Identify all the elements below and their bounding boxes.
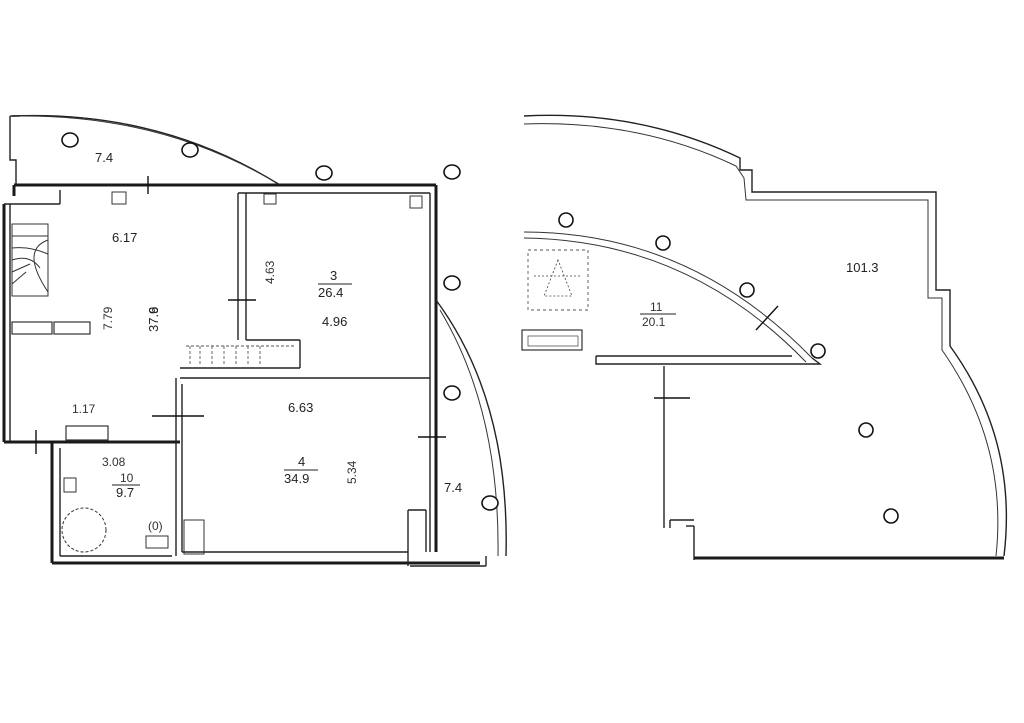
balcony-right: [407, 299, 507, 567]
lamp-icon: [481, 495, 499, 511]
dimension-ticks-left: [35, 176, 446, 454]
room9-area: 37.6: [146, 307, 161, 332]
lamp-icon: [655, 235, 671, 251]
lamp-markers-left: [61, 132, 499, 511]
room4-height: 5.34: [345, 460, 359, 484]
lamp-icon: [61, 132, 79, 148]
room4-area: 34.9: [284, 471, 309, 486]
room10-width: 3.08: [102, 455, 126, 469]
room4-number: 4: [298, 454, 305, 469]
lamp-icon: [443, 275, 461, 291]
left-plan-labels: 7.4 6.17 7.79 9 37.6 1.17 4.63 3 26.4 4.…: [72, 150, 462, 500]
upper-floor-outline: [523, 114, 1008, 560]
room10-area: 9.7: [116, 485, 134, 500]
right-plan-labels: 101.3 11 20.1: [640, 260, 879, 329]
lamp-icon: [558, 212, 574, 228]
svg-text:(0): (0): [148, 519, 163, 533]
left-floor-plan: (0): [2, 114, 507, 567]
balcony-top: [9, 114, 281, 186]
stair-steps-small: [186, 345, 296, 366]
room4-width: 6.63: [288, 400, 313, 415]
bathroom-fixtures: (0): [61, 477, 205, 555]
lamp-icon: [858, 422, 874, 438]
lamp-markers-right: [558, 212, 899, 524]
hall-area: 101.3: [846, 260, 879, 275]
mezzanine-room: [521, 231, 823, 365]
lamp-icon: [739, 282, 755, 298]
room9-number: 9: [146, 307, 161, 314]
room3-number: 3: [330, 268, 337, 283]
room3-area: 26.4: [318, 285, 343, 300]
lamp-icon: [443, 385, 461, 401]
lamp-icon: [181, 142, 199, 158]
room3-width: 4.96: [322, 314, 347, 329]
staircase: [11, 223, 49, 297]
right-floor-plan: 101.3 11 20.1: [521, 114, 1008, 560]
kitchen-counters: [11, 191, 423, 441]
room9-height: 7.79: [101, 306, 115, 330]
room9-width: 6.17: [112, 230, 137, 245]
lamp-icon: [883, 508, 899, 524]
room10-number: 10: [120, 471, 134, 485]
room3-height: 4.63: [263, 260, 277, 284]
room11-area: 20.1: [642, 315, 666, 329]
room11-number: 11: [650, 300, 663, 314]
balcony-right-area: 7.4: [444, 480, 462, 495]
balcony-top-area: 7.4: [95, 150, 113, 165]
lamp-icon: [315, 165, 333, 181]
interior-walls: [175, 192, 431, 556]
room9-bottom-seg: 1.17: [72, 402, 96, 416]
lamp-icon: [443, 164, 461, 180]
lamp-icon: [810, 343, 826, 359]
outer-walls: [2, 183, 480, 565]
